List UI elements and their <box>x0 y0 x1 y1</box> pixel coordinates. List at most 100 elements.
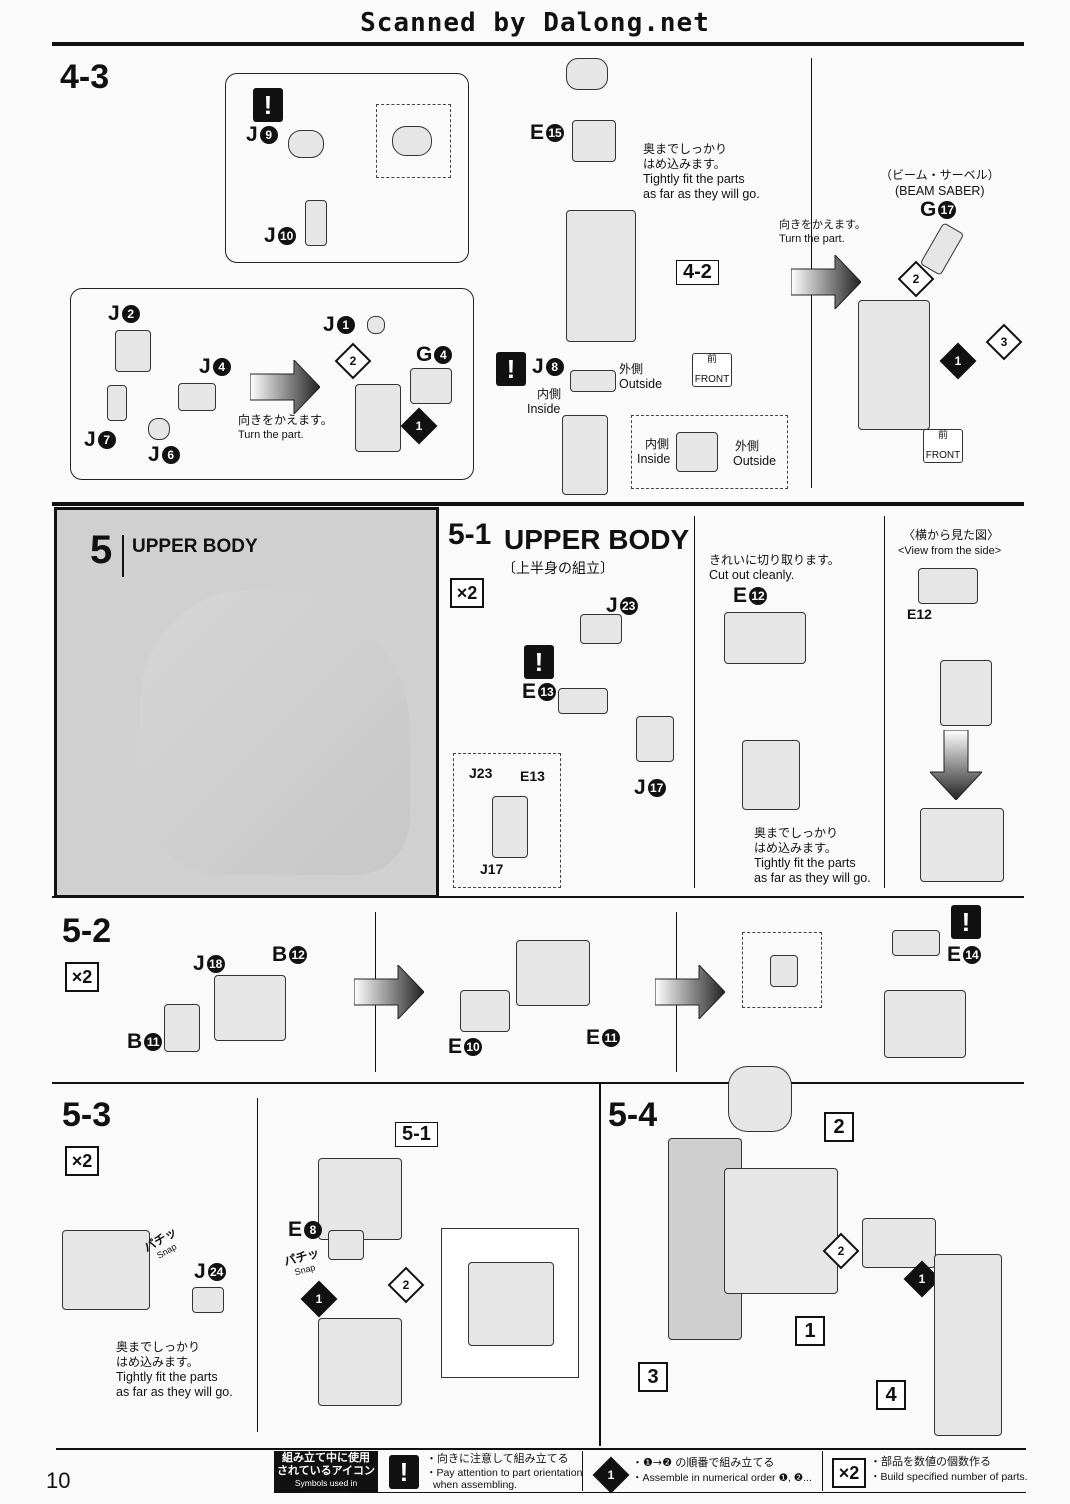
legend-divider-2 <box>822 1451 823 1491</box>
legend-title-en: Symbols used in instructions <box>294 1478 358 1500</box>
callout-box-j9-j10 <box>225 73 469 263</box>
side-view-en: <View from the side> <box>898 545 1002 557</box>
part-j9 <box>288 130 324 158</box>
order-3-saber: 3 <box>985 323 1023 361</box>
turn-part-jp: 向きをかえます。 <box>238 413 333 427</box>
part-torso-core <box>742 740 800 810</box>
part-e12 <box>724 612 806 664</box>
fit53-en-2: as far as they will go. <box>116 1385 233 1399</box>
part-lower-5-3 <box>318 1318 402 1406</box>
part-chest-half <box>62 1230 150 1310</box>
fit51-jp-2: はめ込みます。 <box>754 841 837 855</box>
fit53-jp-1: 奥までしっかり <box>116 1340 201 1354</box>
outside-jp: 外側 <box>619 362 644 376</box>
legend-top-rule <box>56 1448 1026 1450</box>
part-j2 <box>115 330 151 372</box>
fit51-jp-1: 奥までしっかり <box>754 826 839 840</box>
divider-5-3 <box>257 1098 258 1432</box>
divider-5-3-5-4 <box>599 1084 601 1446</box>
legend-count-jp: ・部品を数値の個数作る <box>870 1455 991 1468</box>
fit53-en-1: Tightly fit the parts <box>116 1370 218 1384</box>
attention-icon: ! <box>253 88 283 122</box>
cut-en: Cut out cleanly. <box>709 568 795 582</box>
scan-credit-header: Scanned by Dalong.net <box>360 8 710 38</box>
part-j23 <box>580 614 622 644</box>
part-b11 <box>164 1004 200 1052</box>
step-4-3-label: 4-3 <box>60 58 110 96</box>
inside-jp: 内側 <box>537 387 562 401</box>
detail-inside-en: Inside <box>637 452 671 466</box>
legend-warn-jp: ・向きに注意して組み立てる <box>426 1452 569 1465</box>
part-j6 <box>148 418 170 440</box>
legend-title-box: 組み立て中に使用 されているアイコン Symbols used in instr… <box>274 1451 378 1500</box>
step-number-1: 1 <box>795 1316 825 1346</box>
detail-outside-jp: 外側 <box>735 439 760 453</box>
saber-jp: （ビーム・サーベル） <box>880 168 1000 182</box>
part-j8-detail <box>676 432 718 472</box>
turn2-jp: 向きをかえます。 <box>779 218 866 231</box>
order-1-saber: 1 <box>939 342 977 380</box>
upper-body-photo <box>140 590 410 875</box>
attention-icon-e13: ! <box>524 645 554 679</box>
section-5-1-subtitle: 〔上半身の組立〕 <box>502 561 614 577</box>
part-e14 <box>892 930 940 956</box>
next-step-arrow-5-2a <box>354 965 424 1019</box>
detail-label-e13: E13 <box>520 768 545 784</box>
quantity-x2-5-3: ×2 <box>65 1146 99 1176</box>
part-e13 <box>558 688 608 714</box>
rule-below-4-3 <box>52 502 1024 506</box>
detail-e14 <box>742 932 822 1008</box>
part-joint-top <box>566 58 608 90</box>
divider-5-1-b <box>884 516 885 888</box>
top-rule <box>52 42 1024 46</box>
detail-part-stack <box>492 796 528 858</box>
step-number-3: 3 <box>638 1362 668 1392</box>
detail-label-j23: J23 <box>469 765 493 781</box>
part-lower-leg <box>562 415 608 495</box>
legend-title-jp1: 組み立て中に使用 <box>282 1451 370 1464</box>
fit53-jp-2: はめ込みます。 <box>116 1355 199 1369</box>
legend-divider-1 <box>582 1451 583 1491</box>
turn2-en: Turn the part. <box>779 233 845 245</box>
saber-en: (BEAM SABER) <box>895 184 985 198</box>
part-e15 <box>572 120 616 162</box>
part-e10 <box>460 990 510 1032</box>
legend-title-jp2: されているアイコン <box>276 1464 376 1477</box>
part-head <box>728 1066 792 1132</box>
part-result-5-2 <box>884 990 966 1058</box>
part-j8 <box>570 370 616 392</box>
legend-warn-en2: when assembling. <box>433 1479 518 1491</box>
rule-below-5-2 <box>52 1082 1024 1084</box>
quantity-x2-5-1: ×2 <box>450 578 484 608</box>
detail-label-j17: J17 <box>480 861 504 877</box>
side-label-e12: E12 <box>907 606 932 622</box>
callout-box-leg-assembly <box>70 288 474 480</box>
part-right-arm <box>934 1254 1002 1436</box>
part-j24 <box>192 1287 224 1313</box>
fit-en-1: Tightly fit the parts <box>643 172 745 186</box>
side-part-core <box>940 660 992 726</box>
detail-inside-jp: 内側 <box>645 437 670 451</box>
rule-below-5-1 <box>52 896 1024 898</box>
next-step-arrow <box>250 360 320 414</box>
step-5-label: 5 <box>90 528 113 572</box>
detail-j23-e13 <box>453 753 561 888</box>
detail-outside-en: Outside <box>733 454 777 468</box>
ref-4-2: 4-2 <box>676 260 719 285</box>
fit-en-2: as far as they will go. <box>643 187 760 201</box>
part-j7 <box>107 385 127 421</box>
legend-order-icon: 1 <box>592 1456 630 1494</box>
